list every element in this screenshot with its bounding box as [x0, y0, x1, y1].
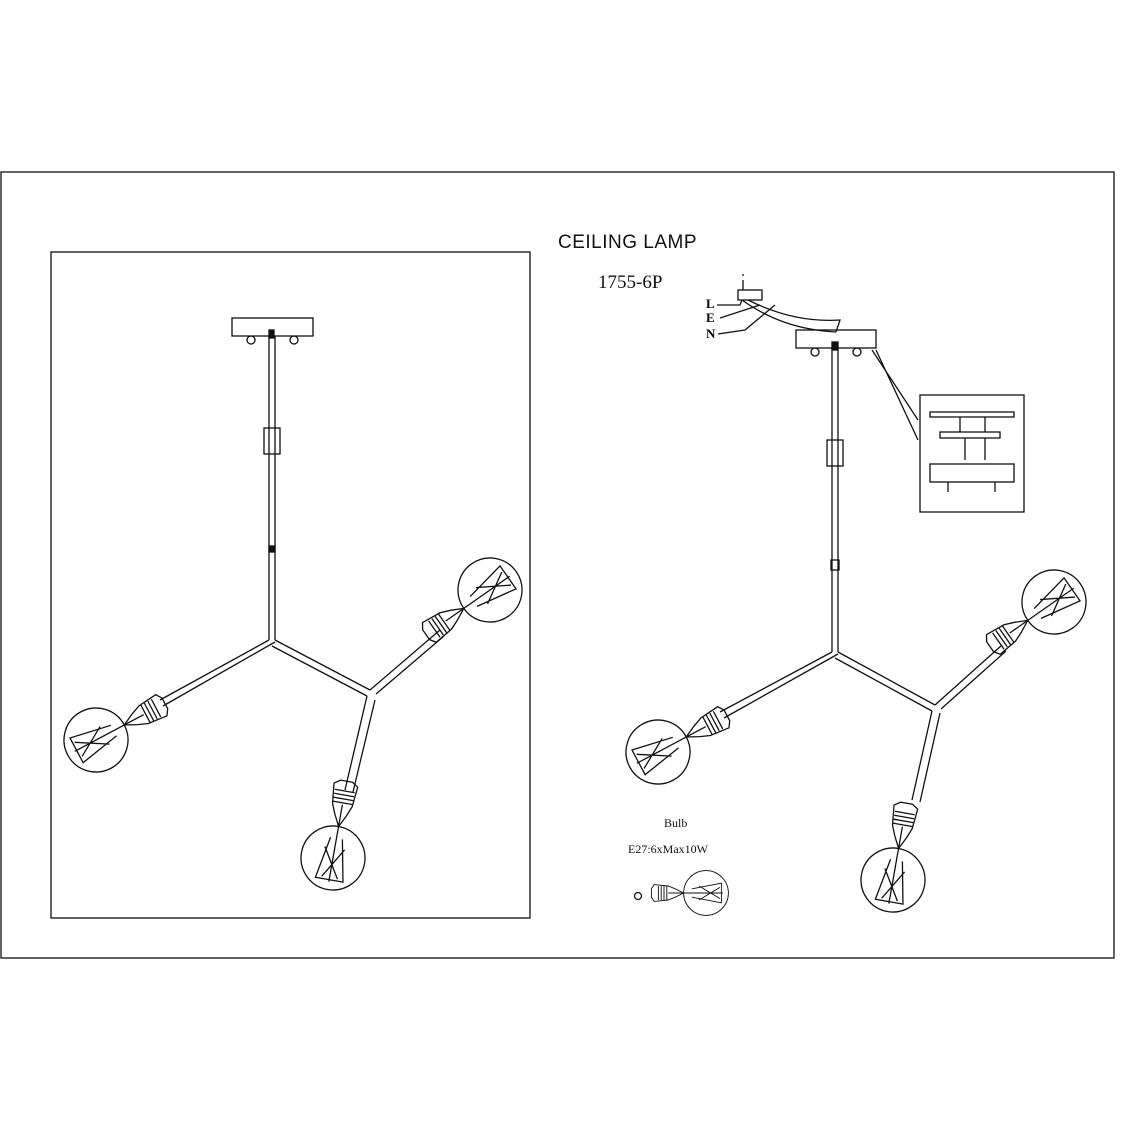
bulb-spec: E27:6xMax10W	[628, 842, 708, 856]
bulb-legend-drawing	[633, 870, 729, 916]
model-number: 1755-6P	[598, 272, 663, 293]
lamp-left-view	[52, 317, 536, 896]
drawing-frame	[0, 171, 1115, 959]
wire-label-neutral: N	[706, 326, 716, 341]
left-panel-frame	[50, 251, 531, 919]
lamp-right-view	[614, 274, 1100, 918]
wire-label-earth: E	[706, 310, 715, 325]
wire-label-live: L	[706, 296, 715, 311]
drawing-title: CEILING LAMP	[558, 232, 698, 253]
bulb-label: Bulb	[664, 816, 688, 830]
